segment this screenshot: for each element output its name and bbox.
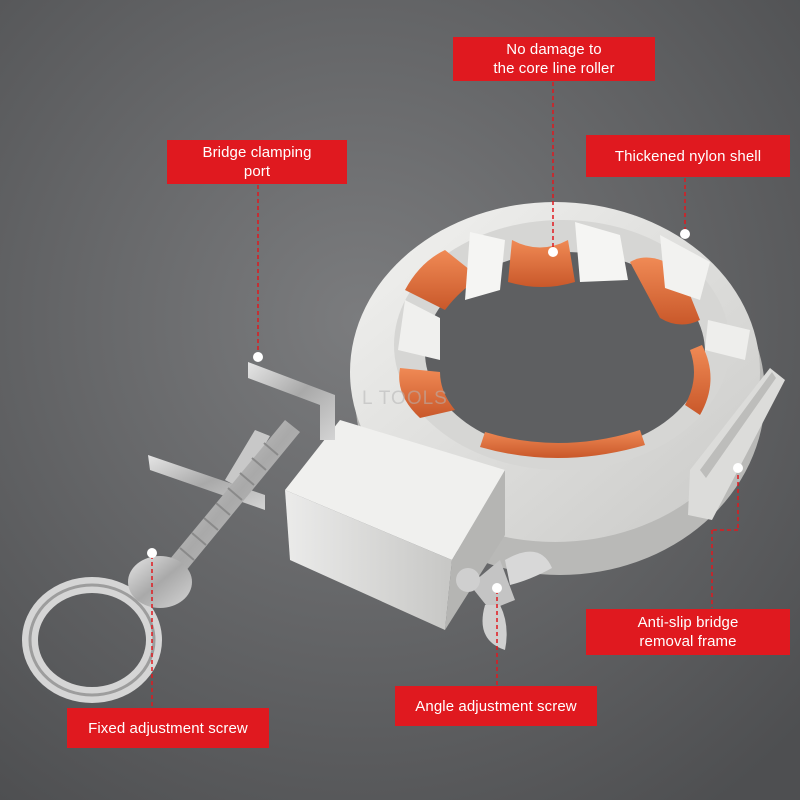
callout-core-line-roller-line1: No damage to [506, 41, 602, 58]
callout-nylon-shell-label: Thickened nylon shell [614, 147, 762, 165]
core-line-rollers [398, 222, 750, 459]
callout-anti-slip-frame-line1: Anti-slip bridge [637, 614, 739, 631]
callout-bridge-clamping-port-line1: Bridge clamping [202, 144, 312, 161]
watermark-text: L TOOLS [362, 388, 448, 409]
anti-slip-frame [688, 368, 785, 520]
wing-screw-icon [456, 551, 552, 650]
callout-fixed-adjustment-screw: Fixed adjustment screw [67, 708, 269, 748]
callout-bridge-clamping-port-line2: port [243, 163, 271, 180]
callout-core-line-roller: No damage to the core line roller [453, 37, 655, 81]
callout-angle-adjustment-screw: Angle adjustment screw [395, 686, 597, 726]
callout-bridge-clamping-port: Bridge clamping port [167, 140, 347, 184]
callout-anti-slip-frame-line2: removal frame [639, 633, 737, 650]
marker-dots [147, 229, 743, 593]
callout-anti-slip-frame: Anti-slip bridge removal frame [586, 609, 790, 655]
leader-lines [151, 82, 739, 708]
fixed-screw-thread [165, 420, 300, 578]
callout-nylon-shell: Thickened nylon shell [586, 135, 790, 177]
callout-fixed-adjustment-screw-label: Fixed adjustment screw [88, 719, 248, 737]
eye-bolt-ring-icon [22, 556, 192, 703]
callout-core-line-roller-line2: the core line roller [493, 60, 615, 77]
clamp-block [285, 420, 505, 630]
callout-angle-adjustment-screw-label: Angle adjustment screw [415, 697, 577, 715]
